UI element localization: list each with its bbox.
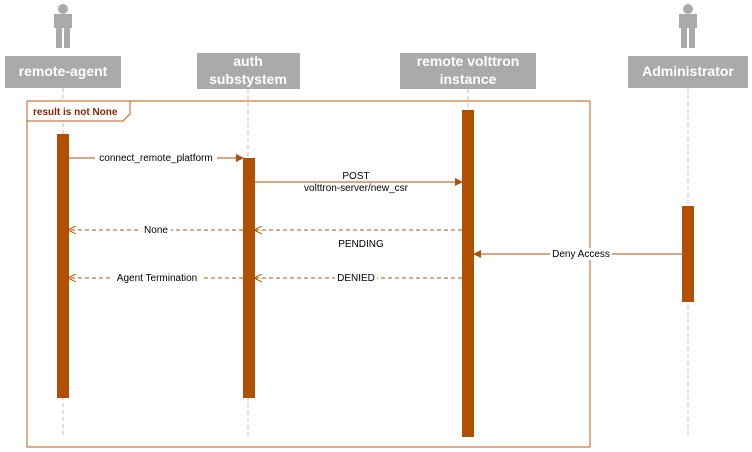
- message-label-pending: PENDING: [338, 239, 384, 250]
- actor-auth-subsystem: auth substystem: [197, 53, 300, 89]
- actor-label-remote-agent: remote-agent: [19, 63, 108, 79]
- actor-label-remote-volttron-instance-line2: instance: [440, 71, 497, 87]
- actor-label-auth-subsystem-line2: substystem: [209, 71, 287, 87]
- message-label-denied: DENIED: [337, 273, 375, 284]
- message-label-deny-access: Deny Access: [552, 249, 610, 260]
- activation-remote-agent: [57, 134, 69, 398]
- fragment-guard-label: result is not None: [33, 107, 118, 118]
- message-denied-return: DENIED: [255, 272, 462, 284]
- message-label-agent-termination: Agent Termination: [117, 273, 197, 284]
- actor-remote-agent: remote-agent: [5, 56, 121, 88]
- message-post-new-csr: POST volttron-server/new_csr: [255, 171, 463, 194]
- actor-remote-volttron-instance: remote volttron instance: [400, 53, 536, 89]
- actor-label-remote-volttron-instance-line1: remote volttron: [417, 53, 520, 69]
- actor-label-administrator: Administrator: [642, 63, 734, 79]
- message-deny-access: Deny Access: [473, 248, 682, 260]
- message-connect-remote-platform: connect_remote_platform: [69, 152, 244, 164]
- message-label-none: None: [144, 225, 168, 236]
- person-icon-remote-agent: [54, 4, 72, 48]
- message-label-new-csr: volttron-server/new_csr: [304, 183, 409, 194]
- activation-auth-subsystem: [243, 158, 255, 398]
- actor-administrator: Administrator: [628, 56, 748, 88]
- message-pending-return: PENDING: [255, 230, 462, 250]
- message-label-connect-remote-platform: connect_remote_platform: [99, 153, 212, 164]
- message-label-post: POST: [342, 171, 369, 182]
- message-agent-termination-return: Agent Termination: [69, 272, 243, 284]
- activation-administrator: [682, 206, 694, 302]
- activation-remote-volttron-instance: [462, 110, 474, 437]
- message-none-return: None: [69, 224, 243, 236]
- actor-label-auth-subsystem-line1: auth: [233, 53, 263, 69]
- fragment-frame: result is not None: [26, 100, 591, 448]
- person-icon-administrator: [679, 4, 697, 48]
